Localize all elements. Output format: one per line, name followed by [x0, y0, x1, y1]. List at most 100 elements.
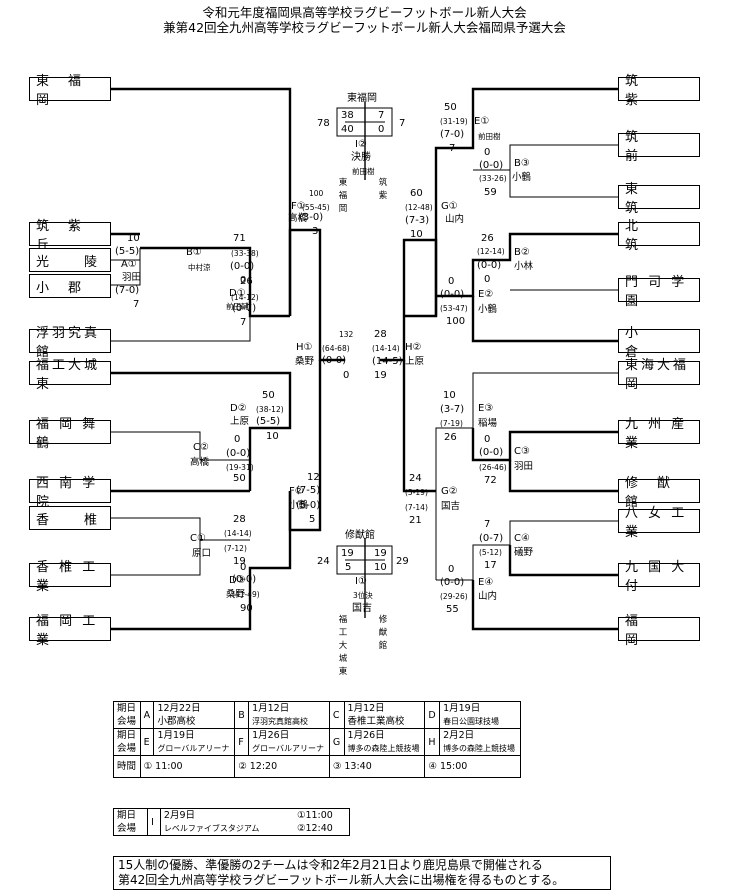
third-h1-right: 19: [374, 548, 387, 559]
final-date-label: 期日: [112, 808, 149, 822]
score-label: 10: [443, 390, 456, 401]
score-label: (7-19): [440, 419, 463, 428]
team-name: 筑 紫 丘: [36, 219, 101, 253]
score-label: (14-5): [372, 356, 403, 367]
game-d: D: [424, 701, 441, 729]
score-label: (7-3): [405, 215, 430, 226]
final-ref: 前田樹: [352, 167, 375, 176]
score-label: 132: [339, 330, 354, 339]
team-left: 東 福 岡: [29, 74, 111, 108]
score-label: (0-0): [232, 574, 257, 585]
team-right: 東海大福岡: [618, 358, 700, 392]
score-label: 28: [374, 329, 387, 340]
time-3: ③ 13:40: [328, 755, 426, 778]
vertical-char: 筑: [378, 178, 388, 188]
schedule-table: 期日 A 12月22日 B 1月12日 C 1月12日 D 1月19日 会場 小…: [113, 701, 521, 778]
time-1: ① 11:00: [139, 755, 236, 778]
final-h1-right: 7: [378, 110, 385, 121]
team-right: 東 筑: [618, 182, 700, 216]
score-label: 50: [262, 390, 275, 401]
venue-e: グローバルアリーナ: [153, 742, 236, 756]
score-label: 礒野: [514, 547, 534, 558]
venue-d: 春日公園球技場: [439, 715, 521, 729]
third-right-team: 修猷館: [378, 614, 388, 653]
team-name: 九 国 大 付: [625, 560, 688, 594]
score-label: 山内: [478, 591, 498, 602]
score-label: (0-0): [440, 289, 465, 300]
score-label: D②: [230, 403, 247, 414]
game-a: A: [139, 701, 155, 729]
score-label: E②: [478, 289, 494, 300]
final-h2-left: 40: [341, 124, 354, 135]
score-label: H②: [405, 342, 422, 353]
score-label: (0-7): [232, 303, 257, 314]
score-label: B③: [514, 158, 530, 169]
game-g: G: [328, 728, 345, 756]
score-label: 小林: [514, 261, 534, 272]
team-right: 八 女 工 業: [618, 506, 700, 540]
note-line-2: 第42回全九州高等学校ラグビーフットボール新人大会に出場権を得るものとする。: [118, 873, 565, 887]
game-b: B: [234, 701, 250, 729]
venue-a: 小郡高校: [153, 715, 236, 729]
score-label: 10: [410, 229, 423, 240]
vertical-char: 館: [378, 641, 388, 651]
score-label: 稲場: [478, 418, 498, 429]
score-label: (26-46): [479, 463, 507, 472]
score-label: 羽田: [514, 461, 534, 472]
date-label-2: 期日: [113, 728, 141, 742]
score-label: H①: [296, 342, 313, 353]
score-label: 100: [446, 316, 466, 327]
score-label: (53-47): [440, 304, 468, 313]
team-name: 小 倉: [625, 326, 690, 360]
score-label: 50: [444, 102, 457, 113]
venue-g: 博多の森陸上競技場: [343, 742, 426, 756]
team-name: 筑 紫: [625, 74, 690, 108]
venue-f: グローバルアリーナ: [248, 742, 330, 756]
score-label: (7-0): [440, 129, 465, 140]
score-label: 17: [484, 560, 497, 571]
date-c: 1月12日: [343, 701, 426, 715]
final-date: 2月9日: [159, 808, 294, 822]
score-label: (12-48): [405, 203, 433, 212]
score-label: 19: [374, 370, 387, 381]
score-label: 21: [409, 515, 422, 526]
score-label: C④: [514, 533, 530, 544]
team-right: 筑 紫: [618, 74, 700, 108]
score-label: (12-14): [477, 247, 505, 256]
score-label: (0-0): [226, 448, 251, 459]
final-venue-label: 会場: [112, 822, 149, 836]
third-right-total: 29: [396, 556, 409, 567]
team-left: 小 郡: [29, 274, 111, 298]
score-label: 中村涼: [188, 263, 211, 272]
game-e: E: [139, 728, 155, 756]
score-label: 高橋: [288, 213, 308, 224]
final-h1-left: 38: [341, 110, 354, 121]
score-label: 50: [233, 473, 246, 484]
score-label: G①: [441, 201, 458, 212]
score-label: (33-38): [231, 249, 259, 258]
venue-h: 博多の森陸上競技場: [439, 742, 521, 756]
score-label: (0-0): [479, 447, 504, 458]
score-label: 10: [127, 233, 140, 244]
team-right: 小 倉: [618, 326, 700, 360]
final-left-team: 東福岡: [338, 177, 348, 216]
date-g: 1月26日: [343, 728, 426, 742]
score-label: (55-45): [302, 203, 330, 212]
page-subtitle: 兼第42回全九州高等学校ラグビーフットボール新人大会福岡県予選大会: [163, 20, 566, 35]
score-label: G②: [441, 486, 458, 497]
score-label: (7-12): [224, 544, 247, 553]
third-left-team: 福工大城東: [338, 614, 348, 679]
score-label: (14-14): [372, 344, 400, 353]
vertical-char: 工: [338, 628, 348, 638]
team-name: 浮羽究真館: [36, 326, 101, 360]
team-left: 福 岡 舞 鶴: [29, 417, 111, 451]
team-right: 福 岡: [618, 614, 700, 648]
score-label: (38-12): [256, 405, 284, 414]
team-right: 門 司 学 園: [618, 275, 700, 309]
venue-label-2: 会場: [113, 742, 141, 756]
vertical-char: 福: [338, 191, 348, 201]
score-label: (31-19): [440, 117, 468, 126]
team-right: 九 国 大 付: [618, 560, 700, 594]
score-label: (7-5): [296, 485, 321, 496]
